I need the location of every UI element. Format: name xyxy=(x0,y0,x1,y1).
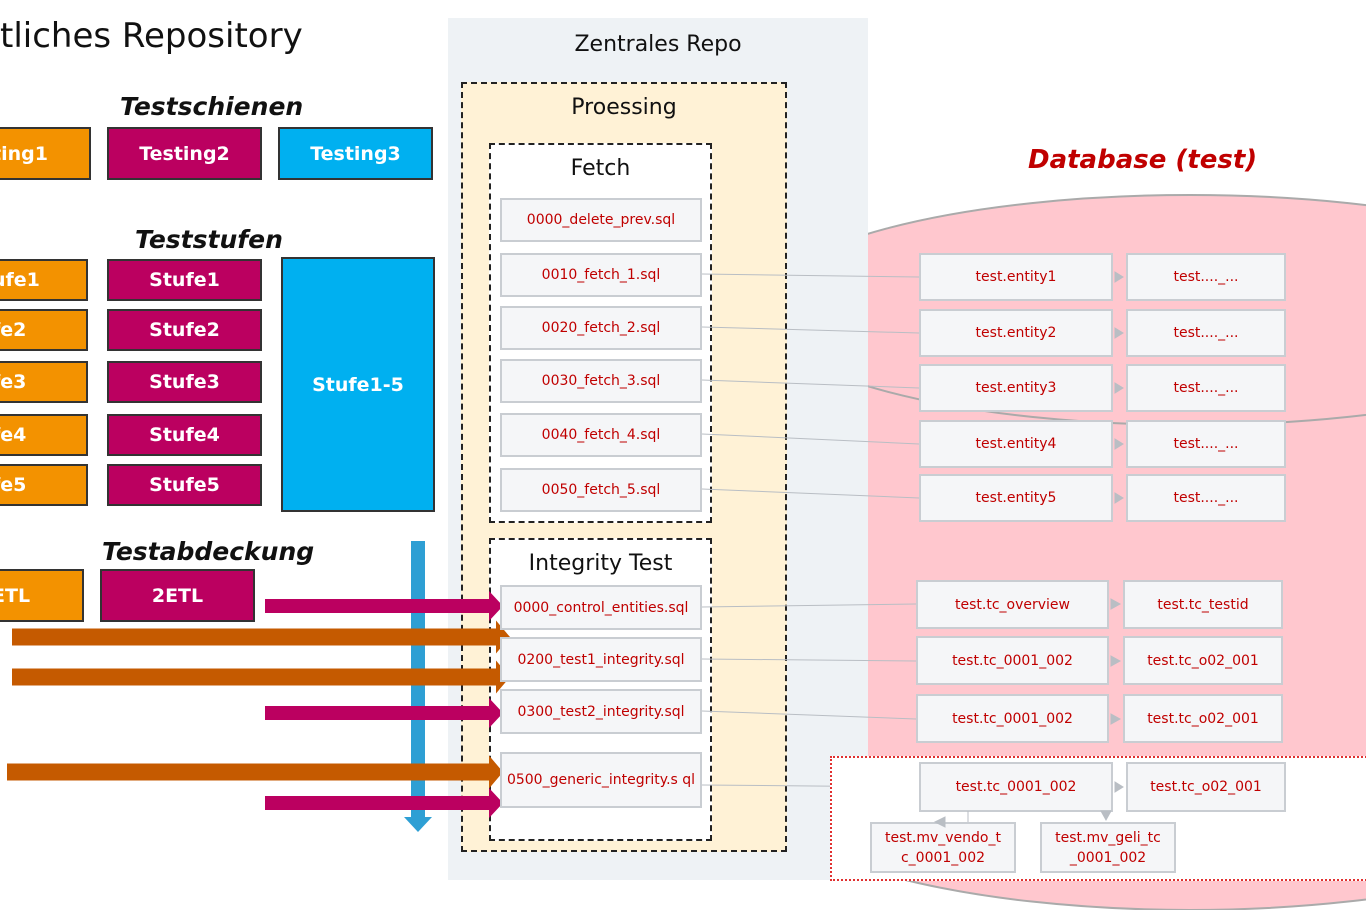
generic-tc-detail-table: test.tc_o02_001 xyxy=(1126,762,1286,812)
testabdeckung-heading: Testabdeckung xyxy=(102,537,315,566)
integrity-sql-file: 0000_control_entities.sql xyxy=(500,585,702,630)
coverage-arrow xyxy=(265,698,503,728)
integrity-title: Integrity Test xyxy=(528,551,673,576)
entity-detail-table: test...._... xyxy=(1126,420,1286,468)
tc-detail-table: test.tc_o02_001 xyxy=(1123,694,1283,743)
2etl-block: 2ETL xyxy=(100,569,255,622)
coverage-arrow xyxy=(265,591,503,621)
entity-table: test.entity2 xyxy=(919,309,1113,357)
integrity-sql-file: 0500_generic_integrity.s ql xyxy=(500,752,702,808)
tc-detail-table: test.tc_o02_001 xyxy=(1123,636,1283,685)
processing-title: Proessing xyxy=(571,95,677,120)
generic-tc-table: test.tc_0001_002 xyxy=(919,762,1113,812)
entity-detail-table: test...._... xyxy=(1126,253,1286,301)
integrity-sql-file: 0300_test2_integrity.sql xyxy=(500,689,702,734)
entity-table: test.entity3 xyxy=(919,364,1113,412)
stufe-orange-block: fe5 xyxy=(0,464,88,506)
tc-table: test.tc_0001_002 xyxy=(916,694,1109,743)
entity-table: test.entity1 xyxy=(919,253,1113,301)
entity-detail-table: test...._... xyxy=(1126,364,1286,412)
view-table: test.mv_vendo_t c_0001_002 xyxy=(870,822,1016,873)
fetch-sql-file: 0040_fetch_4.sql xyxy=(500,413,702,457)
coverage-arrow xyxy=(7,755,503,789)
stufe-orange-block: fe4 xyxy=(0,414,88,456)
testing3-block: Testing3 xyxy=(278,127,433,180)
etl-block: ETL xyxy=(0,569,84,622)
stufe-orange-block: fe3 xyxy=(0,361,88,403)
testing2-block: Testing2 xyxy=(107,127,262,180)
stufe-orange-label: fe3 xyxy=(0,371,27,393)
tc-table: test.tc_overview xyxy=(916,580,1109,629)
central-repo-title: Zentrales Repo xyxy=(574,32,742,57)
etl-label: ETL xyxy=(0,584,31,607)
tc-table: test.tc_0001_002 xyxy=(916,636,1109,685)
stufe-magenta-block: Stufe4 xyxy=(107,414,262,456)
view-table: test.mv_geli_tc _0001_002 xyxy=(1040,822,1176,873)
testing1-block: ting1 xyxy=(0,127,91,180)
stufe-magenta-block: Stufe2 xyxy=(107,309,262,351)
fetch-sql-file: 0030_fetch_3.sql xyxy=(500,359,702,403)
stufe-magenta-block: Stufe5 xyxy=(107,464,262,506)
stufe-magenta-block: Stufe1 xyxy=(107,259,262,301)
integrity-sql-file: 0200_test1_integrity.sql xyxy=(500,637,702,682)
stufe1-5-block: Stufe1-5 xyxy=(281,257,435,512)
stufe-orange-block: fe2 xyxy=(0,309,88,351)
fetch-sql-file: 0050_fetch_5.sql xyxy=(500,468,702,512)
entity-table: test.entity5 xyxy=(919,474,1113,522)
fetch-sql-file: 0020_fetch_2.sql xyxy=(500,306,702,350)
stufe-orange-label: fe4 xyxy=(0,424,27,446)
fetch-sql-file: 0000_delete_prev.sql xyxy=(500,198,702,242)
stufe-orange-label: fe5 xyxy=(0,474,27,496)
coverage-arrow xyxy=(265,788,503,818)
stufe-magenta-block: Stufe3 xyxy=(107,361,262,403)
entity-table: test.entity4 xyxy=(919,420,1113,468)
blue-down-arrow xyxy=(404,541,432,832)
stufe-orange-block: ufe1 xyxy=(0,259,88,301)
testing1-label: ting1 xyxy=(0,142,48,165)
entity-detail-table: test...._... xyxy=(1126,474,1286,522)
coverage-arrow xyxy=(12,660,510,694)
tc-detail-table: test.tc_testid xyxy=(1123,580,1283,629)
entity-detail-table: test...._... xyxy=(1126,309,1286,357)
stufe-orange-label: fe2 xyxy=(0,319,27,341)
fetch-title: Fetch xyxy=(570,156,631,181)
stufe-orange-label: ufe1 xyxy=(0,269,40,291)
database-title: Database (test) xyxy=(1028,145,1258,175)
fetch-sql-file: 0010_fetch_1.sql xyxy=(500,253,702,297)
coverage-arrow xyxy=(12,620,510,654)
page-title: tliches Repository xyxy=(0,16,303,56)
teststufen-heading: Teststufen xyxy=(135,225,283,254)
testschienen-heading: Testschienen xyxy=(120,92,304,121)
